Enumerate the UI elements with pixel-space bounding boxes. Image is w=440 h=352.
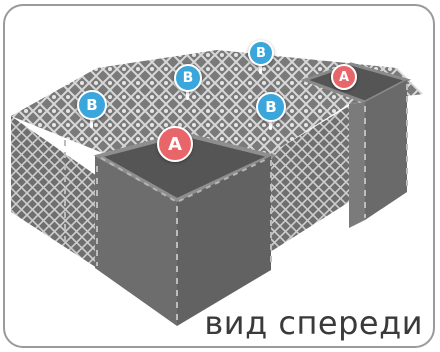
marker-b-right-stem xyxy=(269,116,272,130)
marker-b-mid-stem xyxy=(186,86,189,100)
block-3d-illustration xyxy=(11,50,423,326)
front-cube-left-face xyxy=(95,156,177,326)
front-cube-right-face xyxy=(177,156,271,326)
marker-b-left[interactable]: B xyxy=(77,90,107,120)
marker-b-left-stem xyxy=(90,114,93,128)
right-lattice xyxy=(267,106,349,254)
marker-a-back[interactable]: A xyxy=(331,64,357,90)
marker-b-right[interactable]: B xyxy=(256,92,286,122)
marker-a-front[interactable]: A xyxy=(157,126,193,162)
view-caption: вид спереди xyxy=(204,304,423,342)
back-right-front xyxy=(365,80,407,220)
marker-b-mid[interactable]: B xyxy=(174,64,202,92)
image-frame: B B B B A A вид спереди xyxy=(3,4,435,348)
marker-b-top[interactable]: B xyxy=(248,40,274,66)
marker-b-top-stem xyxy=(259,62,262,74)
back-right-side xyxy=(349,102,365,228)
left-lattice xyxy=(11,116,97,268)
